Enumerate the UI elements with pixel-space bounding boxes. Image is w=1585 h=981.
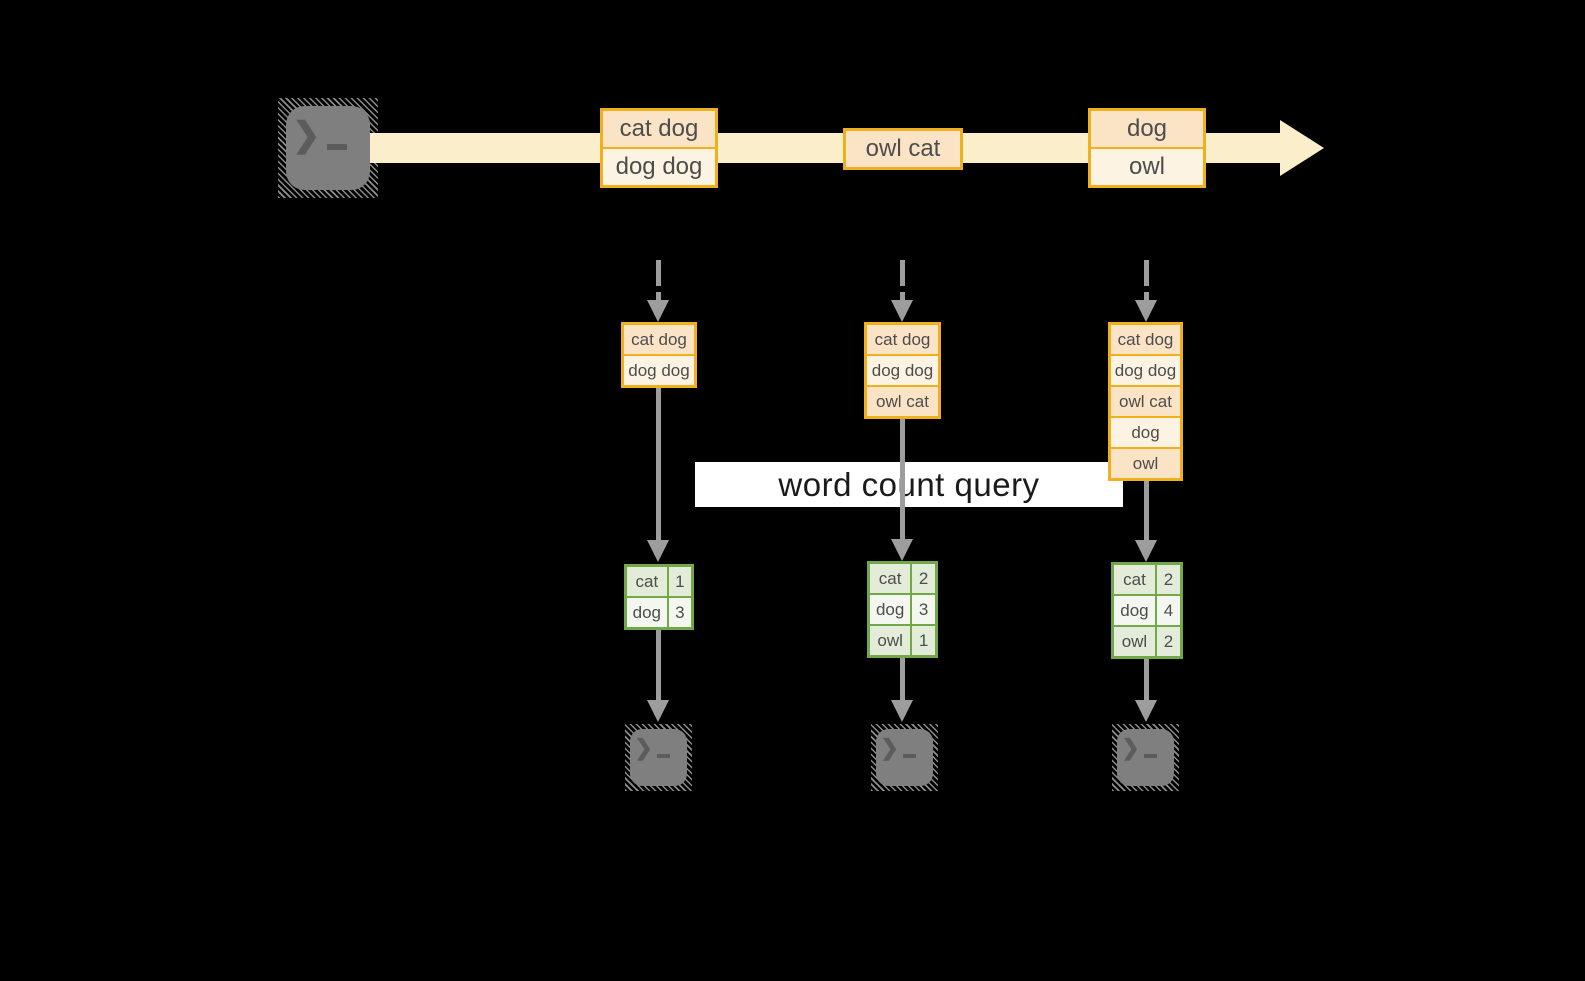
buffer-line: owl cat bbox=[867, 387, 938, 416]
count-row: dog 4 bbox=[1114, 596, 1180, 627]
count-value-cell: 3 bbox=[675, 602, 685, 622]
count-row: cat 1 bbox=[627, 567, 691, 598]
count-word-cell: dog bbox=[870, 595, 913, 624]
terminal-icon: ❯ bbox=[625, 724, 692, 791]
arrowhead-icon bbox=[1135, 540, 1157, 562]
count-value-cell: 2 bbox=[1163, 569, 1174, 589]
count-word-cell: owl bbox=[870, 626, 913, 655]
arrow-shaft bbox=[1144, 481, 1149, 541]
dash-segment bbox=[656, 292, 661, 301]
count-row: owl 2 bbox=[1114, 627, 1180, 656]
arrowhead-icon bbox=[1135, 700, 1157, 722]
count-word-cell: cat bbox=[627, 567, 669, 596]
dash-segment bbox=[1144, 292, 1149, 301]
arrowhead-icon bbox=[891, 300, 913, 322]
arrow-shaft bbox=[1144, 659, 1149, 702]
terminal-prompt-icon: ❯ bbox=[880, 737, 916, 759]
count-value-cell: 2 bbox=[1163, 631, 1174, 651]
terminal-prompt-icon: ❯ bbox=[1121, 737, 1157, 759]
stream-event-box: owl cat bbox=[843, 128, 963, 170]
terminal-icon: ❯ bbox=[1112, 724, 1179, 791]
buffer-line: dog dog bbox=[624, 356, 694, 385]
word-count-table: cat 1 dog 3 bbox=[624, 564, 694, 630]
dash-segment bbox=[900, 260, 905, 286]
buffer-line: cat dog bbox=[624, 325, 694, 356]
stream-event-line: owl cat bbox=[846, 131, 960, 167]
dash-segment bbox=[656, 260, 661, 286]
count-word-cell: dog bbox=[1114, 596, 1157, 625]
stream-event-line: dog dog bbox=[603, 149, 715, 185]
arrowhead-icon bbox=[647, 300, 669, 322]
buffer-line: cat dog bbox=[867, 325, 938, 356]
count-value-cell: 3 bbox=[918, 599, 929, 619]
terminal-prompt-icon: ❯ bbox=[634, 737, 670, 759]
dash-segment bbox=[1144, 260, 1149, 286]
arrowhead-icon bbox=[891, 539, 913, 561]
arrowhead-icon bbox=[647, 540, 669, 562]
buffer-line: dog dog bbox=[867, 356, 938, 387]
buffer-line: dog dog bbox=[1111, 356, 1180, 387]
arrow-shaft bbox=[656, 630, 661, 702]
buffer-line: owl cat bbox=[1111, 387, 1180, 418]
arrow-shaft bbox=[656, 388, 661, 542]
dash-segment bbox=[900, 292, 905, 301]
arrow-shaft bbox=[900, 658, 905, 702]
count-word-cell: cat bbox=[870, 564, 913, 593]
buffer-line: dog bbox=[1111, 418, 1180, 449]
terminal-prompt-icon: ❯ bbox=[292, 118, 347, 152]
count-word-cell: dog bbox=[627, 598, 669, 627]
count-value-cell: 4 bbox=[1163, 600, 1174, 620]
count-row: dog 3 bbox=[627, 598, 691, 627]
count-value-cell: 1 bbox=[918, 630, 929, 650]
count-word-cell: cat bbox=[1114, 565, 1157, 594]
query-banner: word count query bbox=[695, 462, 1123, 507]
terminal-icon: ❯ bbox=[871, 724, 938, 791]
arrow-shaft bbox=[900, 419, 905, 541]
arrowhead-icon bbox=[1135, 300, 1157, 322]
stream-event-line: owl bbox=[1091, 149, 1203, 185]
buffer-line: owl bbox=[1111, 449, 1180, 478]
buffer-line: cat dog bbox=[1111, 325, 1180, 356]
stream-event-line: dog bbox=[1091, 111, 1203, 149]
terminal-icon: ❯ bbox=[278, 98, 378, 198]
count-word-cell: owl bbox=[1114, 627, 1157, 656]
arrowhead-icon bbox=[891, 700, 913, 722]
count-row: cat 2 bbox=[1114, 565, 1180, 596]
count-value-cell: 1 bbox=[675, 571, 685, 591]
stream-arrow-head bbox=[1280, 120, 1324, 176]
count-value-cell: 2 bbox=[918, 568, 929, 588]
stream-event-line: cat dog bbox=[603, 111, 715, 149]
arrowhead-icon bbox=[647, 700, 669, 722]
word-count-table: cat 2 dog 4 owl 2 bbox=[1111, 562, 1183, 659]
